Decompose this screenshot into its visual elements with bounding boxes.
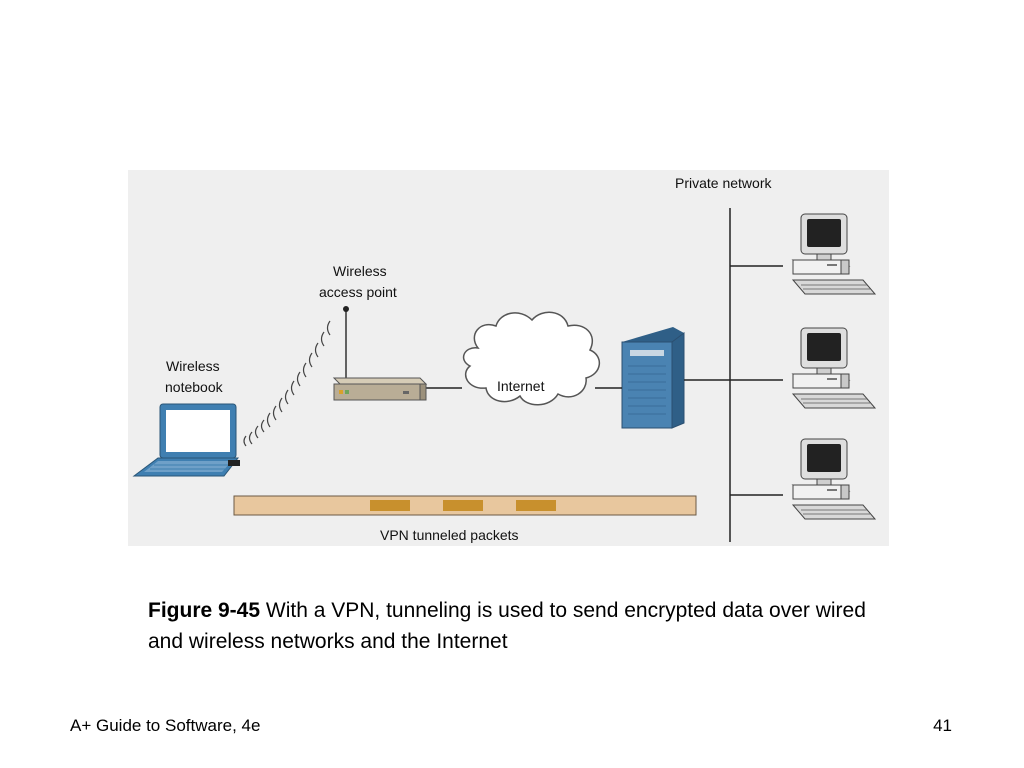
notebook-label-line2: notebook [165, 379, 224, 395]
figure-caption-text: With a VPN, tunneling is used to send en… [148, 599, 866, 653]
footer-book-title: A+ Guide to Software, 4e [70, 716, 261, 735]
wap-label-line2: access point [319, 284, 397, 300]
wireless-signal-icon [243, 320, 331, 447]
notebook-label-line1: Wireless [166, 358, 220, 374]
figure-caption: Figure 9-45 With a VPN, tunneling is use… [148, 595, 888, 657]
vpn-diagram: Private network Intern [128, 170, 889, 546]
server-icon [621, 327, 685, 429]
vpn-diagram-svg: Private network Intern [128, 170, 889, 546]
vpn-packet-2 [443, 500, 483, 511]
vpn-tunnel-pipe [233, 495, 697, 516]
internet-label: Internet [497, 378, 545, 394]
vpn-packet-3 [516, 500, 556, 511]
private-network-label: Private network [675, 175, 772, 191]
figure-number: Figure 9-45 [148, 599, 261, 622]
footer-page-number: 41 [933, 716, 952, 735]
wireless-access-point-icon [332, 306, 428, 401]
internet-cloud-icon [462, 311, 600, 406]
wireless-notebook-icon [132, 403, 240, 477]
wap-label-line1: Wireless [333, 263, 387, 279]
vpn-packet-1 [370, 500, 410, 511]
vpn-packets-label: VPN tunneled packets [380, 527, 519, 543]
